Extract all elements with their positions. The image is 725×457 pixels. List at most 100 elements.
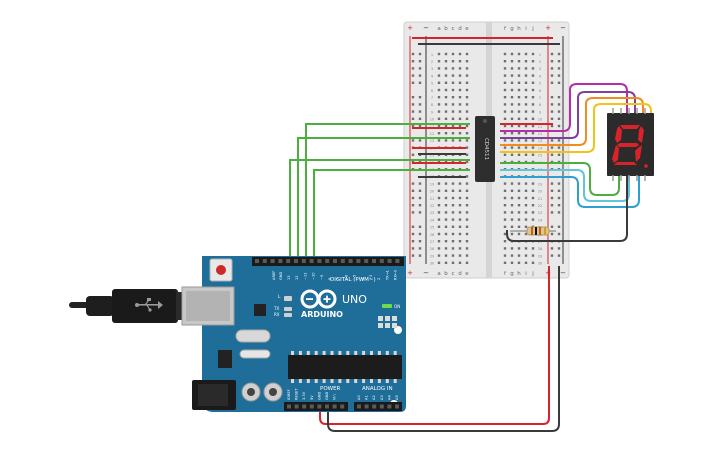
breadboard-hole[interactable] <box>465 189 469 192</box>
rail-hole[interactable] <box>557 52 561 56</box>
wire-black-display-common[interactable] <box>506 176 628 242</box>
rail-hole[interactable] <box>550 153 554 156</box>
breadboard-hole[interactable] <box>458 60 462 63</box>
breadboard-hole[interactable] <box>437 189 441 192</box>
breadboard-hole[interactable] <box>510 117 514 120</box>
breadboard-hole[interactable] <box>510 211 514 214</box>
breadboard-hole[interactable] <box>458 247 462 250</box>
breadboard-hole[interactable] <box>437 88 441 92</box>
breadboard-hole[interactable] <box>437 117 441 120</box>
rail-hole[interactable] <box>557 225 561 228</box>
breadboard-hole[interactable] <box>465 110 469 113</box>
breadboard-hole[interactable] <box>451 139 455 142</box>
wire-green-1[interactable] <box>289 159 470 256</box>
breadboard-hole[interactable] <box>437 254 441 257</box>
rail-hole[interactable] <box>550 103 554 106</box>
breadboard-hole[interactable] <box>444 124 448 128</box>
breadboard-hole[interactable] <box>510 96 514 99</box>
header-hole[interactable] <box>286 259 291 263</box>
breadboard-hole[interactable] <box>465 211 469 214</box>
breadboard-hole[interactable] <box>444 196 448 200</box>
breadboard-hole[interactable] <box>531 60 535 63</box>
breadboard-hole[interactable] <box>451 240 455 243</box>
header-hole[interactable] <box>262 259 267 263</box>
header-hole[interactable] <box>348 259 353 263</box>
header-hole[interactable] <box>317 259 322 263</box>
breadboard-hole[interactable] <box>503 261 507 264</box>
wire-blue[interactable] <box>500 176 640 208</box>
breadboard-hole[interactable] <box>531 182 535 185</box>
breadboard-hole[interactable] <box>458 232 462 236</box>
rail-hole[interactable] <box>411 117 415 120</box>
rail-hole[interactable] <box>550 146 554 149</box>
rail-hole[interactable] <box>557 153 561 156</box>
breadboard-hole[interactable] <box>531 88 535 92</box>
rail-hole[interactable] <box>411 204 415 207</box>
rail-hole[interactable] <box>550 196 554 200</box>
breadboard-hole[interactable] <box>451 196 455 200</box>
breadboard-hole[interactable] <box>465 60 469 63</box>
breadboard-hole[interactable] <box>465 103 469 106</box>
breadboard-hole[interactable] <box>510 146 514 149</box>
breadboard-hole[interactable] <box>524 153 528 156</box>
breadboard-hole[interactable] <box>503 146 507 149</box>
breadboard-hole[interactable] <box>517 60 521 63</box>
rail-hole[interactable] <box>411 189 415 192</box>
breadboard-hole[interactable] <box>503 225 507 228</box>
breadboard-hole[interactable] <box>437 110 441 113</box>
breadboard-hole[interactable] <box>444 110 448 113</box>
breadboard-hole[interactable] <box>524 81 528 84</box>
rail-hole[interactable] <box>411 232 415 236</box>
rail-hole[interactable] <box>557 196 561 200</box>
breadboard-hole[interactable] <box>517 211 521 214</box>
breadboard-hole[interactable] <box>524 196 528 200</box>
breadboard-hole[interactable] <box>451 247 455 250</box>
breadboard-hole[interactable] <box>465 160 469 164</box>
breadboard-hole[interactable] <box>451 182 455 185</box>
breadboard-hole[interactable] <box>510 225 514 228</box>
rail-hole[interactable] <box>411 211 415 214</box>
breadboard-hole[interactable] <box>517 139 521 142</box>
rail-hole[interactable] <box>557 74 561 77</box>
analog-header[interactable] <box>354 402 402 411</box>
breadboard-hole[interactable] <box>437 74 441 77</box>
breadboard-hole[interactable] <box>503 189 507 192</box>
rail-hole[interactable] <box>411 96 415 99</box>
breadboard-hole[interactable] <box>451 211 455 214</box>
breadboard-hole[interactable] <box>437 139 441 142</box>
header-hole[interactable] <box>294 404 299 409</box>
rail-hole[interactable] <box>418 225 422 228</box>
rail-hole[interactable] <box>411 139 415 142</box>
header-hole[interactable] <box>387 404 392 409</box>
breadboard-hole[interactable] <box>531 218 535 221</box>
header-hole[interactable] <box>325 404 329 409</box>
breadboard-hole[interactable] <box>531 96 535 99</box>
breadboard-hole[interactable] <box>465 196 469 200</box>
breadboard-hole[interactable] <box>531 261 535 264</box>
breadboard-hole[interactable] <box>444 67 448 70</box>
breadboard-hole[interactable] <box>510 182 514 185</box>
breadboard-hole[interactable] <box>524 254 528 257</box>
breadboard-hole[interactable] <box>437 196 441 200</box>
breadboard-hole[interactable] <box>531 74 535 77</box>
breadboard-hole[interactable] <box>503 96 507 99</box>
breadboard-hole[interactable] <box>458 254 462 257</box>
header-hole[interactable] <box>333 259 337 263</box>
breadboard-hole[interactable] <box>444 81 448 84</box>
breadboard-hole[interactable] <box>531 254 535 257</box>
rail-hole[interactable] <box>550 124 554 128</box>
breadboard-hole[interactable] <box>458 182 462 185</box>
breadboard-hole[interactable] <box>510 189 514 192</box>
rail-hole[interactable] <box>557 96 561 99</box>
header-hole[interactable] <box>364 259 369 263</box>
breadboard-hole[interactable] <box>531 110 535 113</box>
breadboard-hole[interactable] <box>524 117 528 120</box>
breadboard-hole[interactable] <box>465 74 469 77</box>
breadboard-hole[interactable] <box>524 146 528 149</box>
breadboard-hole[interactable] <box>465 218 469 221</box>
breadboard-hole[interactable] <box>437 204 441 207</box>
breadboard-hole[interactable] <box>510 232 514 236</box>
breadboard-hole[interactable] <box>531 204 535 207</box>
breadboard-hole[interactable] <box>524 60 528 63</box>
header-hole[interactable] <box>309 404 314 409</box>
